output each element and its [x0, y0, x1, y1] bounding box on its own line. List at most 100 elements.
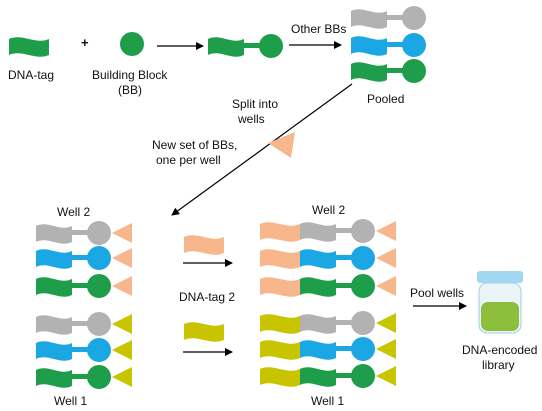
linker	[387, 15, 403, 20]
well-2-conjugate-green	[36, 274, 132, 298]
building-block-circle	[351, 311, 375, 335]
wells-label: wells	[237, 112, 265, 126]
well-2-product-green	[260, 274, 396, 298]
building-block-circle	[87, 338, 111, 362]
well-2-product-blue	[260, 246, 396, 270]
building-block-circle	[87, 221, 111, 245]
building-block-circle	[87, 246, 111, 270]
linker	[72, 347, 88, 352]
tag-segment	[208, 37, 244, 57]
tag2-segment	[260, 277, 300, 297]
well-1-left-label: Well 1	[54, 394, 87, 408]
split-into-label: Split into	[232, 97, 278, 111]
tag2-segment	[260, 367, 300, 387]
well-1-conjugate-blue	[36, 338, 132, 362]
building-block-circle	[402, 59, 426, 83]
building-block-circle	[351, 274, 375, 298]
linker	[387, 68, 403, 73]
tag-segment	[351, 36, 387, 56]
pooled-conjugate-green	[351, 59, 426, 83]
tag-segment	[300, 249, 336, 269]
vial-liquid	[481, 302, 519, 331]
tag-segment	[36, 341, 72, 361]
building-block-circle	[87, 312, 111, 336]
tag2-segment	[260, 340, 300, 360]
pool-wells-label: Pool wells	[410, 286, 464, 300]
second-bb-triangle	[112, 276, 132, 296]
linker	[336, 283, 352, 288]
one-per-well-label: one per well	[156, 153, 221, 167]
linker	[244, 43, 260, 48]
well-2-conjugate-blue	[36, 246, 132, 270]
vial-cap	[477, 271, 523, 283]
tag2-segment	[260, 222, 300, 242]
dna-tag-icon	[9, 37, 49, 57]
second-bb-triangle	[376, 276, 396, 296]
dna-tag-2-well-2-icon	[184, 235, 224, 255]
tag-segment	[300, 277, 336, 297]
linker	[336, 255, 352, 260]
pooled-conjugate-gray	[351, 6, 426, 30]
building-block-abbrev: (BB)	[118, 83, 142, 97]
well-1-product-blue	[260, 337, 396, 361]
building-block-circle	[351, 364, 375, 388]
second-bb-triangle	[376, 366, 396, 386]
linker	[387, 42, 403, 47]
second-bb-triangle	[112, 223, 132, 243]
building-block-circle	[351, 337, 375, 361]
new-set-label: New set of BBs,	[152, 138, 237, 152]
pooled-label: Pooled	[367, 92, 404, 106]
second-building-block-icon	[268, 132, 295, 158]
well-2-conjugate-gray	[36, 221, 132, 245]
tag-segment	[36, 277, 72, 297]
tag-segment	[36, 368, 72, 388]
vial-icon	[477, 271, 523, 334]
other-bbs-label: Other BBs	[291, 22, 346, 36]
well-1-product-gray	[260, 311, 396, 335]
library-label: library	[482, 358, 515, 372]
building-block-circle	[259, 34, 283, 58]
well-1-conjugate-gray	[36, 312, 132, 336]
pooled-conjugate-blue	[351, 33, 426, 57]
linker	[336, 228, 352, 233]
well-2-right-label: Well 2	[312, 203, 345, 217]
tag-segment	[36, 315, 72, 335]
linker	[336, 320, 352, 325]
tag-segment	[351, 62, 387, 82]
tag-segment	[36, 249, 72, 269]
tag-segment	[300, 367, 336, 387]
second-bb-triangle	[376, 221, 396, 241]
well-2-left-label: Well 2	[57, 205, 90, 219]
dna-encoded-label: DNA-encoded	[462, 343, 537, 357]
tag2-segment	[260, 249, 300, 269]
linker	[336, 346, 352, 351]
tag-segment	[300, 340, 336, 360]
building-block-circle	[402, 33, 426, 57]
wavy-tag-icon	[184, 322, 224, 342]
tag-segment	[351, 9, 387, 29]
building-block-circle	[351, 219, 375, 243]
linker	[72, 230, 88, 235]
linker	[72, 374, 88, 379]
building-block-circle	[351, 246, 375, 270]
second-bb-triangle	[112, 340, 132, 360]
linker	[72, 321, 88, 326]
second-bb-triangle	[376, 313, 396, 333]
wavy-tag-icon	[184, 235, 224, 255]
second-bb-triangle	[376, 248, 396, 268]
second-bb-triangle	[112, 248, 132, 268]
building-block-circle	[402, 6, 426, 30]
well-1-product-green	[260, 364, 396, 388]
tag-segment	[300, 314, 336, 334]
tag-bb-conjugate	[208, 34, 283, 58]
plus-sign: +	[81, 35, 89, 50]
second-bb-triangle	[112, 367, 132, 387]
well-2-product-gray	[260, 219, 396, 243]
tag2-segment	[260, 314, 300, 334]
tag-segment	[36, 224, 72, 244]
dna-tag-label: DNA-tag	[8, 68, 54, 82]
linker	[336, 373, 352, 378]
building-block-circle	[87, 365, 111, 389]
well-1-conjugate-green	[36, 365, 132, 389]
split-into-wells-arrow	[171, 83, 353, 216]
